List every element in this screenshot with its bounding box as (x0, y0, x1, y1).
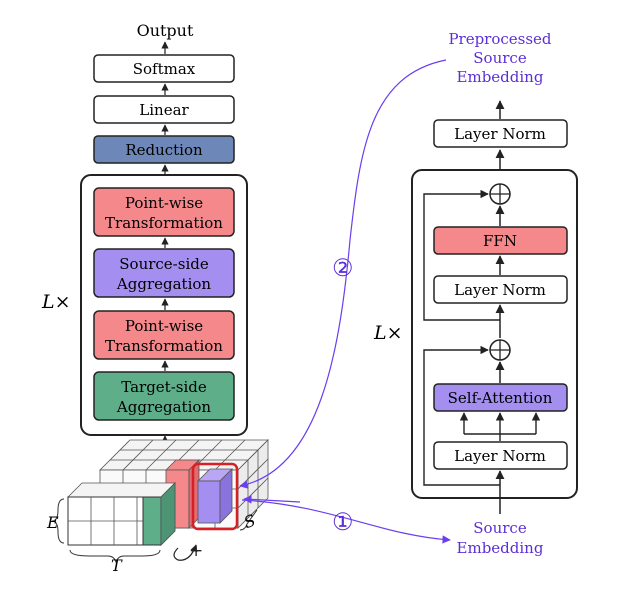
pointwise-bottom-line2: Transformation (105, 337, 223, 355)
left-repeat-label: L× (41, 291, 71, 313)
s-brace (239, 509, 258, 531)
right-stack: Preprocessed Source Embedding Layer Norm… (373, 30, 578, 557)
target-aggregation-line2: Aggregation (116, 398, 211, 416)
attention-fan (464, 433, 536, 441)
marker-one: ① (332, 508, 354, 536)
pointwise-top-line2: Transformation (105, 214, 223, 232)
softmax-box (93, 54, 235, 83)
residual-bottom-path (423, 345, 500, 486)
right-repeat-container (411, 169, 578, 499)
layer-norm-top-box (433, 119, 568, 148)
right-repeat-label: L× (373, 322, 403, 344)
output-label: Output (137, 21, 194, 40)
target-aggregation-box (93, 371, 235, 421)
layer-norm-bottom-label: Layer Norm (454, 447, 546, 465)
tensor-green-slice (142, 496, 162, 546)
tensor-front-top (67, 482, 176, 498)
tensor-blue-cell-side (219, 468, 233, 524)
target-aggregation-line1: Target-side (121, 378, 207, 396)
source-embedding-line1: Source (473, 519, 527, 537)
layer-norm-mid-label: Layer Norm (454, 281, 546, 299)
connector-one-back (243, 495, 301, 504)
pointwise-top-box (93, 187, 235, 237)
plus-label: + (189, 541, 203, 561)
linear-box (93, 95, 235, 124)
t-brace (69, 549, 161, 564)
source-aggregation-box (93, 248, 235, 298)
residual-top-path (423, 189, 500, 321)
connector-two (239, 59, 447, 489)
e-brace (51, 498, 65, 544)
tensor-loop-arrow (173, 544, 198, 561)
tensor-right-grid (237, 450, 269, 518)
source-aggregation-line2: Aggregation (116, 275, 211, 293)
preprocessed-line2: Source (473, 49, 527, 67)
softmax-label: Softmax (133, 60, 196, 78)
source-aggregation-line1: Source-side (119, 255, 209, 273)
ffn-box (433, 226, 568, 255)
tensor-grid (51, 439, 269, 564)
preprocessed-line1: Preprocessed (448, 30, 551, 48)
connector-one (241, 499, 451, 544)
marker-two: ② (332, 254, 354, 282)
e-label: E (46, 513, 59, 532)
tensor-highlight-outline (191, 462, 239, 531)
preprocessed-line3: Embedding (457, 68, 544, 86)
layer-norm-bottom-box (433, 441, 568, 470)
pointwise-bottom-box (93, 310, 235, 360)
ffn-label: FFN (483, 232, 517, 250)
left-repeat-container (80, 174, 248, 436)
reduction-label: Reduction (125, 141, 203, 159)
self-attention-box (433, 383, 568, 412)
reduction-box (93, 135, 235, 164)
purple-connectors (239, 59, 451, 544)
layer-norm-top-label: Layer Norm (454, 125, 546, 143)
layer-norm-mid-box (433, 275, 568, 304)
tensor-blue-cell (197, 480, 221, 524)
linear-label: Linear (139, 101, 189, 119)
self-attention-label: Self-Attention (448, 389, 553, 407)
tensor-green-slice-side (160, 482, 176, 546)
source-embedding-line2: Embedding (457, 539, 544, 557)
pointwise-bottom-line1: Point-wise (125, 317, 203, 335)
tensor-front-grid (68, 497, 161, 545)
left-stack: Output Softmax Linear Reduction L× Point… (41, 21, 248, 445)
pointwise-top-line1: Point-wise (125, 194, 203, 212)
t-label: T (111, 556, 123, 575)
